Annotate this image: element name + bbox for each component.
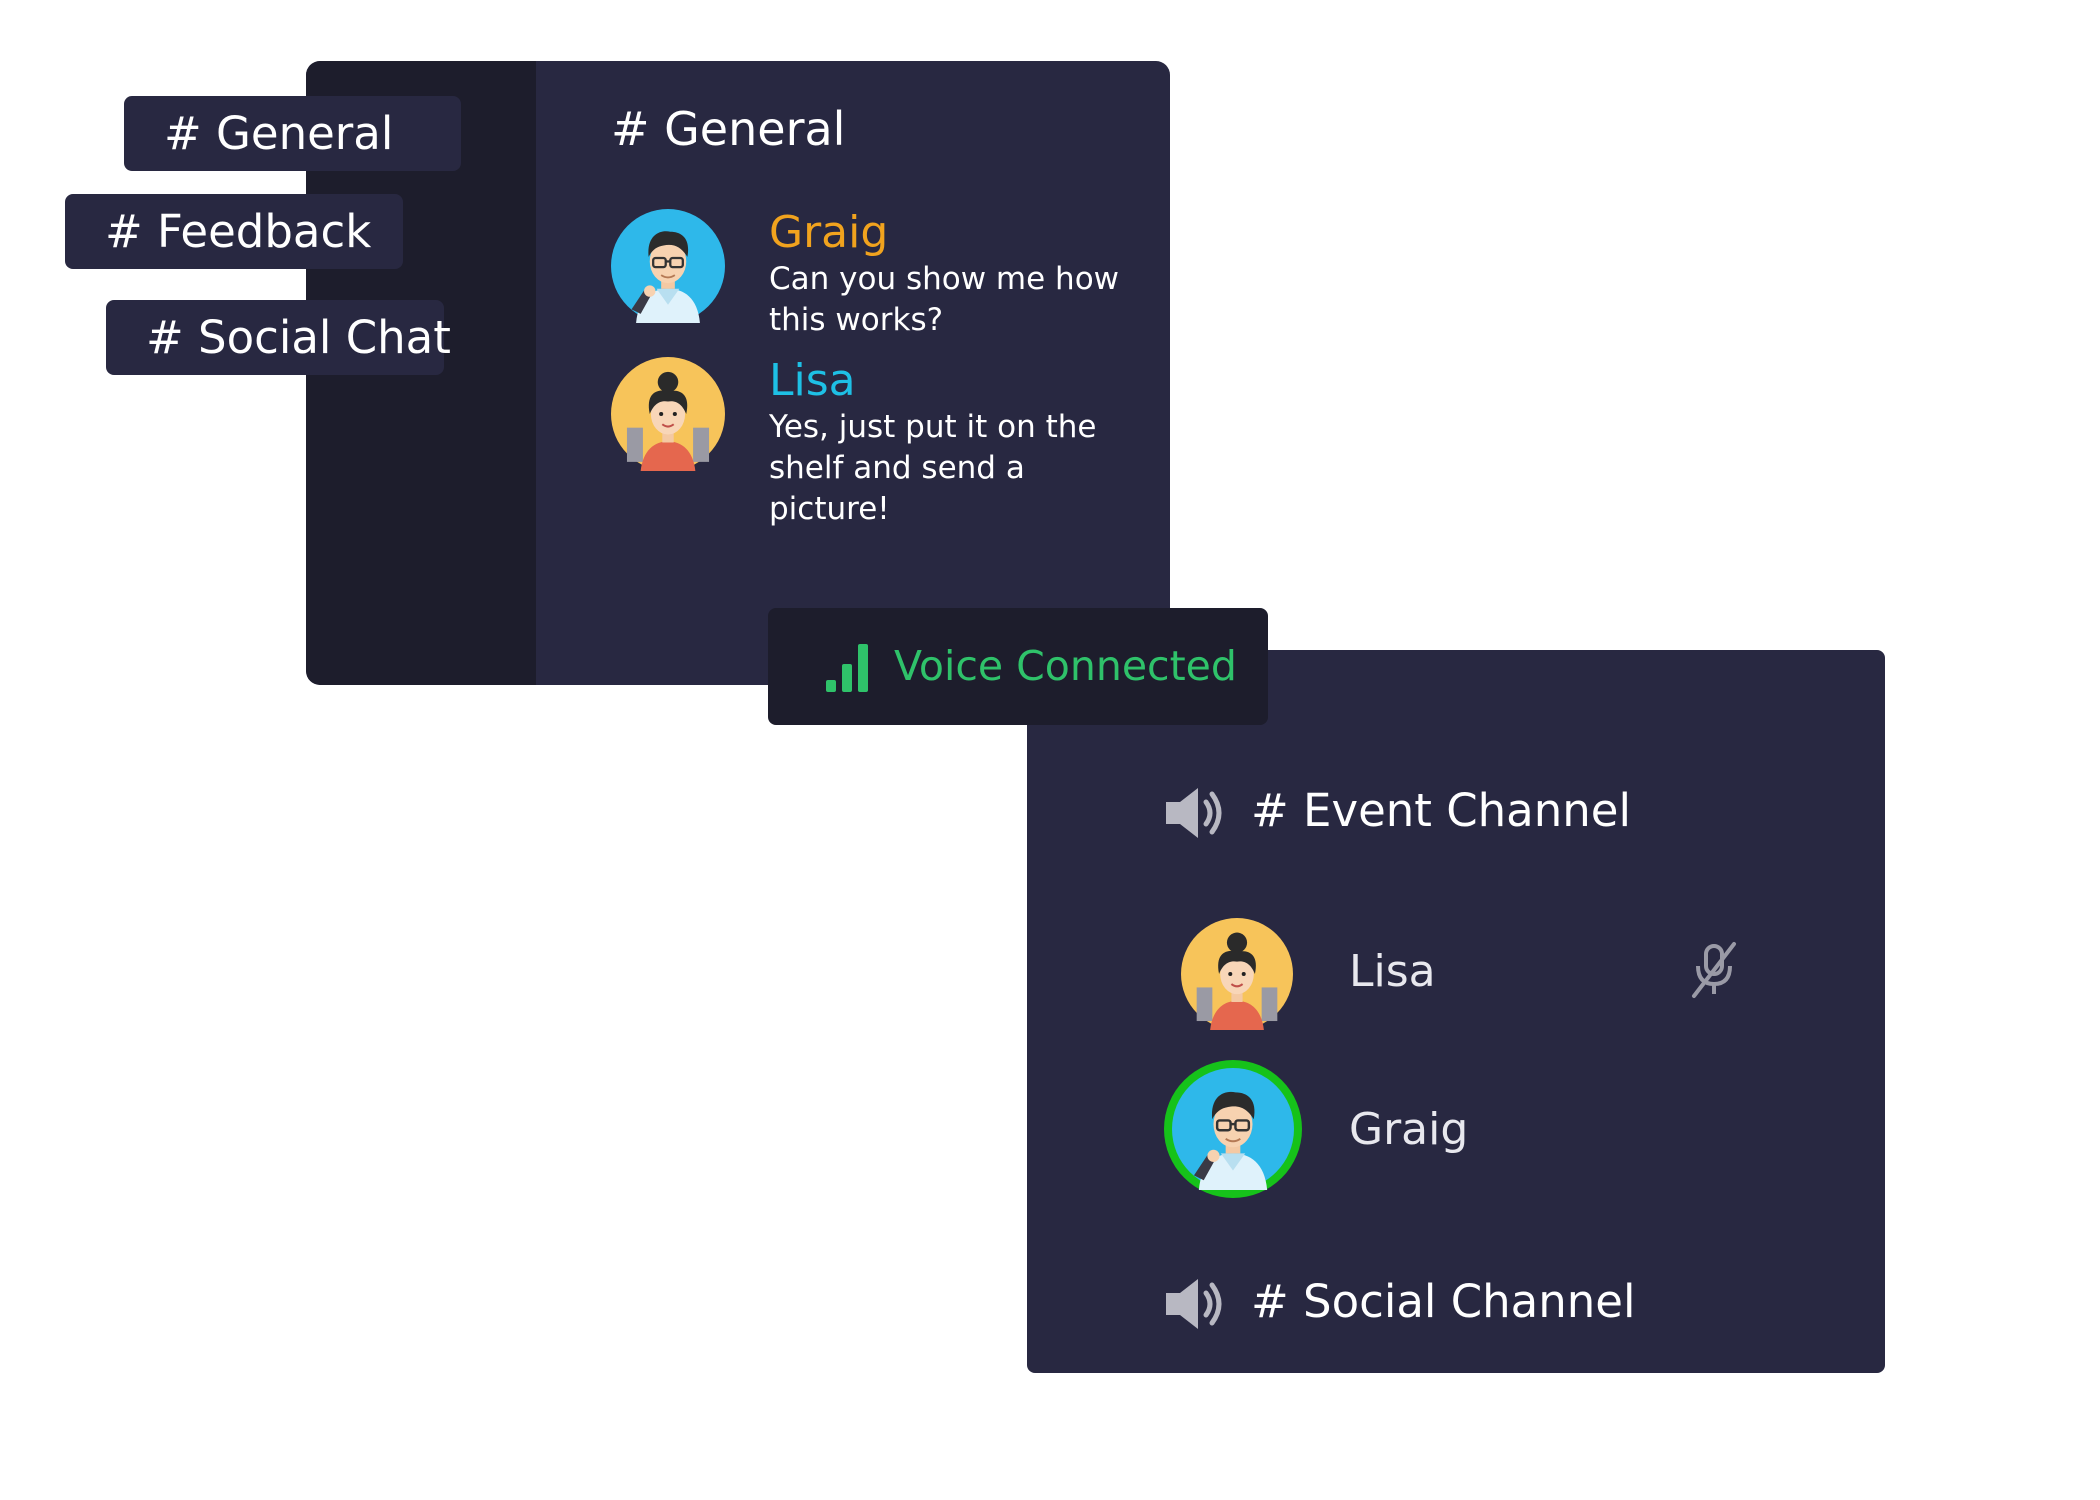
voice-panel: # Event Channel Lisa Graig # Social Chan… [1027, 650, 1885, 1373]
message-text: Yes, just put it on the shelf and send a… [769, 409, 1097, 527]
signal-bars-icon [826, 644, 868, 692]
chat-channel-title: # General [611, 102, 846, 156]
voice-channel-event[interactable]: # Event Channel [1251, 784, 1631, 837]
channel-tag-feedback[interactable]: # Feedback [65, 194, 403, 269]
channel-tag-social-chat[interactable]: # Social Chat [106, 300, 451, 375]
voice-user-name[interactable]: Graig [1349, 1104, 1469, 1155]
message-text: Can you show me how this works? [769, 261, 1120, 338]
message-author[interactable]: Lisa [769, 355, 856, 406]
muted-mic-icon[interactable] [1686, 940, 1742, 1000]
graig-avatar[interactable] [1172, 1068, 1294, 1190]
lisa-avatar[interactable] [611, 357, 725, 471]
channel-tag-label: # General [164, 107, 394, 160]
voice-user-name[interactable]: Lisa [1349, 946, 1436, 997]
voice-status-text: Voice Connected [894, 642, 1237, 690]
voice-channel-social[interactable]: # Social Channel [1251, 1275, 1636, 1328]
lisa-avatar[interactable] [1181, 918, 1293, 1030]
channel-tag-label: # Social Chat [146, 311, 451, 364]
graig-avatar[interactable] [611, 209, 725, 323]
speaker-icon [1166, 1279, 1222, 1329]
message-author[interactable]: Graig [769, 207, 889, 258]
channel-tag-label: # Feedback [105, 205, 372, 258]
voice-connected-badge[interactable]: Voice Connected [768, 608, 1268, 725]
speaker-icon [1166, 788, 1222, 838]
channel-tag-general[interactable]: # General [124, 96, 461, 171]
